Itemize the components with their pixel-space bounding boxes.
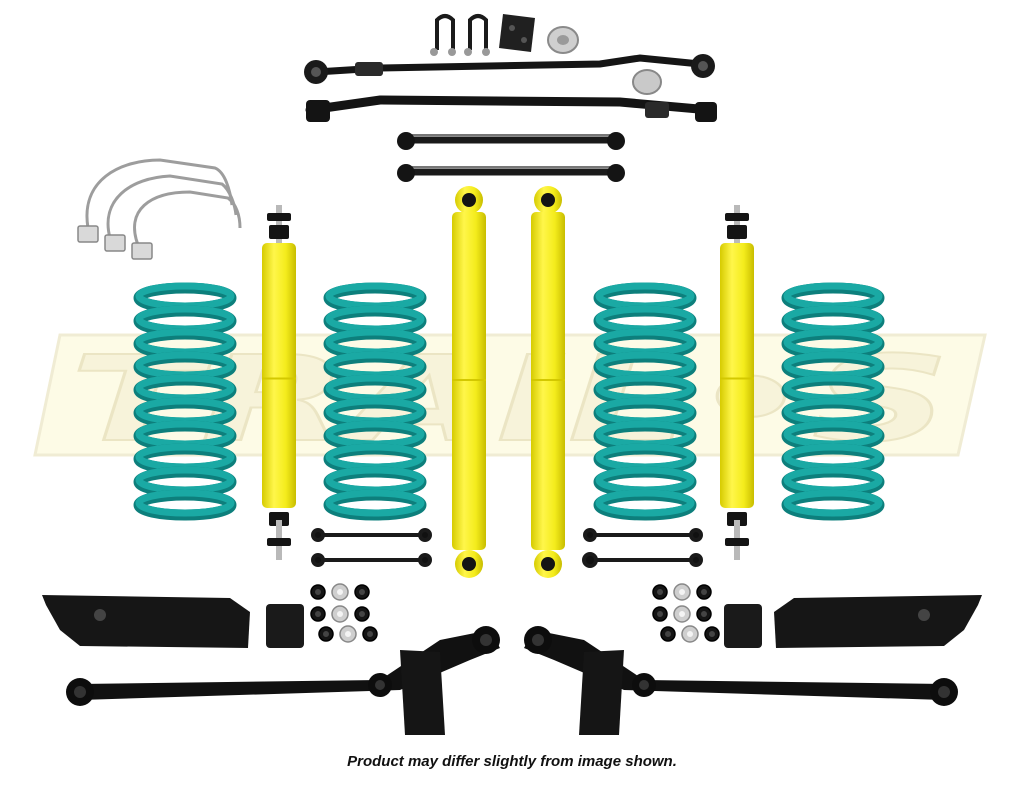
shock-absorber-3	[531, 186, 565, 578]
lateral-link-lower	[397, 164, 625, 182]
hardware-kit-right	[652, 583, 720, 643]
adjustable-control-arm	[305, 95, 717, 122]
coil-spring-2	[323, 282, 427, 521]
lower-bracket-right	[774, 595, 982, 648]
lower-control-arm-right	[524, 626, 958, 735]
disclaimer-caption: Product may differ slightly from image s…	[347, 753, 677, 770]
u-bolt-hardware	[430, 14, 490, 56]
shock-absorber-1	[262, 205, 296, 560]
shock-absorber-4	[720, 205, 754, 560]
coil-spring-4	[781, 282, 885, 521]
small-plate-left	[266, 604, 304, 648]
brake-line-fittings	[77, 225, 153, 260]
braided-brake-lines	[85, 158, 242, 246]
spacer-disc	[547, 26, 579, 54]
sway-bar-links-left	[311, 528, 432, 567]
shock-absorber-2	[452, 186, 486, 578]
hardware-kit-left	[310, 583, 378, 643]
coil-spring-3	[593, 282, 697, 521]
lower-control-arm-left	[66, 626, 500, 735]
adjustable-track-bar	[304, 54, 715, 95]
mount-bracket	[499, 14, 535, 52]
lower-bracket-left	[42, 595, 250, 648]
sway-bar-links-right	[582, 528, 703, 568]
lateral-link-upper	[397, 132, 625, 150]
small-plate-right	[724, 604, 762, 648]
coil-spring-1	[133, 282, 237, 521]
